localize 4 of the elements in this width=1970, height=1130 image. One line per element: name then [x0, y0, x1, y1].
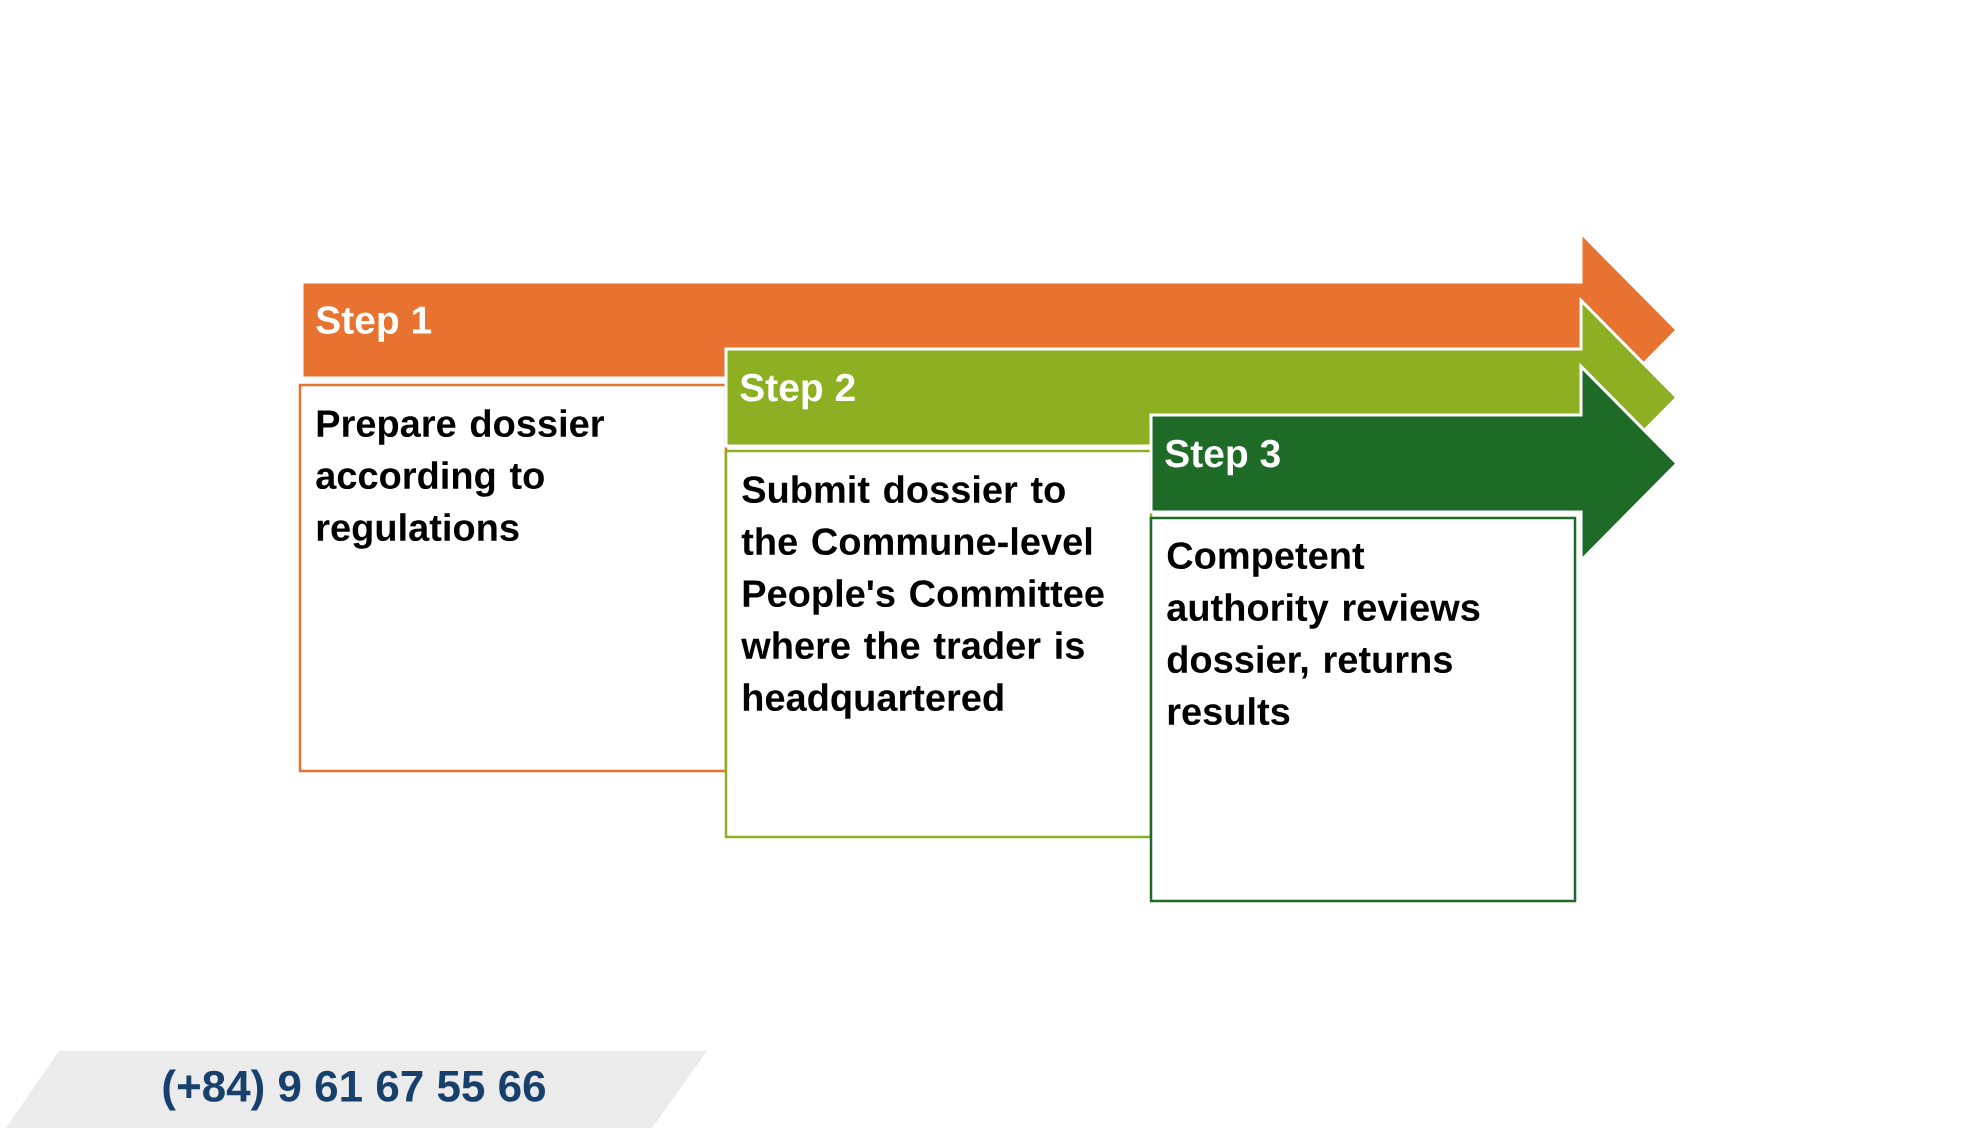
text-box: Submit dossier to the Commune-level People's Committee where the trader is headquartered	[724, 449, 1153, 839]
text-box: Competent authority reviews dossier, returns results	[1149, 516, 1577, 903]
phone-banner: (+84) 9 61 67 55 66	[6, 1051, 707, 1128]
text-box: Prepare dossier according to regulations	[298, 383, 728, 773]
